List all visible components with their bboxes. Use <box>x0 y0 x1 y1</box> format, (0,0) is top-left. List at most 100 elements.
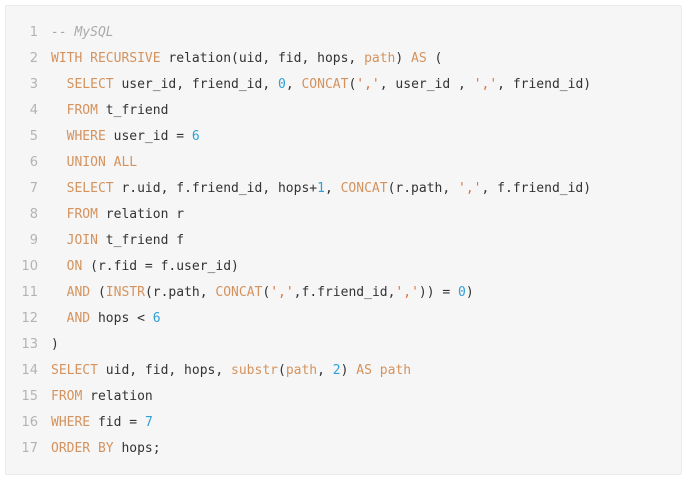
line-code: FROM relation r <box>38 202 184 228</box>
code-line: 7 SELECT r.uid, f.friend_id, hops+1, CON… <box>6 176 681 202</box>
code-token: ( <box>348 77 357 92</box>
code-token: 2 <box>332 363 341 378</box>
code-token: 6 <box>191 129 200 144</box>
code-token: hops; <box>113 441 161 456</box>
code-token: user_id = <box>105 129 192 144</box>
line-code: WHERE user_id = 6 <box>38 124 200 150</box>
code-token: path <box>285 363 318 378</box>
code-token <box>51 129 67 144</box>
code-token: ) <box>465 285 474 300</box>
code-line: 11 AND (INSTR(r.path, CONCAT(',',f.frien… <box>6 280 681 306</box>
code-token: ',' <box>395 285 419 300</box>
code-token: )) = <box>418 285 459 300</box>
code-token <box>51 207 67 222</box>
line-code: ORDER BY hops; <box>38 436 161 462</box>
code-token: ) <box>340 363 357 378</box>
line-number: 17 <box>21 441 38 456</box>
line-number: 4 <box>29 103 38 118</box>
code-token: AND <box>66 285 91 300</box>
code-token: 6 <box>152 311 161 326</box>
code-token: WHERE <box>51 415 91 430</box>
code-token: ) <box>51 337 59 352</box>
code-token: , <box>324 181 341 196</box>
code-token: path <box>379 363 412 378</box>
line-code: WHERE fid = 7 <box>38 410 153 436</box>
code-line: 8 FROM relation r <box>6 202 681 228</box>
line-number: 3 <box>29 77 38 92</box>
code-token: ',' <box>356 77 380 92</box>
code-token: t_friend f <box>97 233 185 248</box>
code-token: uid, fid, hops, <box>97 363 232 378</box>
line-code: JOIN t_friend f <box>38 228 184 254</box>
line-code: ) <box>38 332 59 358</box>
code-token: FROM <box>66 207 98 222</box>
code-token: r.uid, f.friend_id, hops+ <box>113 181 318 196</box>
code-token: 0 <box>278 77 286 92</box>
code-token: ORDER BY <box>51 441 114 456</box>
code-line: 12 AND hops < 6 <box>6 306 681 332</box>
code-token <box>51 181 67 196</box>
code-line: 9 JOIN t_friend f <box>6 228 681 254</box>
code-token: FROM <box>51 389 83 404</box>
code-line: 15 FROM relation <box>6 384 681 410</box>
code-token: (r.path, <box>387 181 459 196</box>
code-line: 10 ON (r.fid = f.user_id) <box>6 254 681 280</box>
code-token: -- MySQL <box>51 25 114 40</box>
code-token: CONCAT <box>301 77 349 92</box>
code-token: WHERE <box>66 129 106 144</box>
code-token: SELECT <box>51 363 98 378</box>
line-number: 9 <box>29 233 38 248</box>
line-code: -- MySQL <box>38 20 114 46</box>
code-token: SELECT <box>66 77 114 92</box>
code-token: CONCAT <box>340 181 388 196</box>
code-token <box>51 155 67 170</box>
code-line: 3 SELECT user_id, friend_id, 0, CONCAT('… <box>6 72 681 98</box>
line-code: AND (INSTR(r.path, CONCAT(',',f.friend_i… <box>38 280 474 306</box>
line-number: 10 <box>21 259 38 274</box>
code-token <box>51 77 67 92</box>
line-number: 13 <box>21 337 38 352</box>
code-token: ',' <box>270 285 294 300</box>
line-number: 12 <box>21 311 38 326</box>
code-token: , f.friend_id) <box>481 181 592 196</box>
code-token: SELECT <box>66 181 114 196</box>
code-token: , user_id , <box>379 77 474 92</box>
code-token: AND <box>66 311 91 326</box>
code-token: ( <box>278 363 286 378</box>
code-token <box>51 103 67 118</box>
code-token: ( <box>426 51 443 66</box>
code-token: fid = <box>90 415 145 430</box>
line-code: UNION ALL <box>38 150 137 176</box>
code-token: ',' <box>458 181 482 196</box>
line-number: 14 <box>21 363 38 378</box>
code-token: ON <box>66 259 83 274</box>
code-token: user_id, friend_id, <box>113 77 278 92</box>
code-token: WITH RECURSIVE <box>51 51 161 66</box>
code-token: AS <box>411 51 427 66</box>
code-token: , <box>285 77 302 92</box>
code-token: ,f.friend_id, <box>293 285 396 300</box>
line-code: WITH RECURSIVE relation(uid, fid, hops, … <box>38 46 442 72</box>
code-token: ( <box>262 285 271 300</box>
line-code: FROM t_friend <box>38 98 169 124</box>
line-number: 2 <box>29 51 38 66</box>
code-token: substr <box>231 363 278 378</box>
code-token: relation <box>82 389 153 404</box>
line-number: 16 <box>21 415 38 430</box>
code-token: 7 <box>144 415 153 430</box>
code-token: path <box>364 51 396 66</box>
code-token: INSTR <box>105 285 145 300</box>
code-token <box>51 259 67 274</box>
code-token <box>51 285 67 300</box>
code-token: relation r <box>97 207 185 222</box>
code-token: , friend_id) <box>497 77 592 92</box>
line-number: 15 <box>21 389 38 404</box>
code-token: (r.path, <box>144 285 216 300</box>
code-line: 6 UNION ALL <box>6 150 681 176</box>
code-line: 1-- MySQL <box>6 20 681 46</box>
